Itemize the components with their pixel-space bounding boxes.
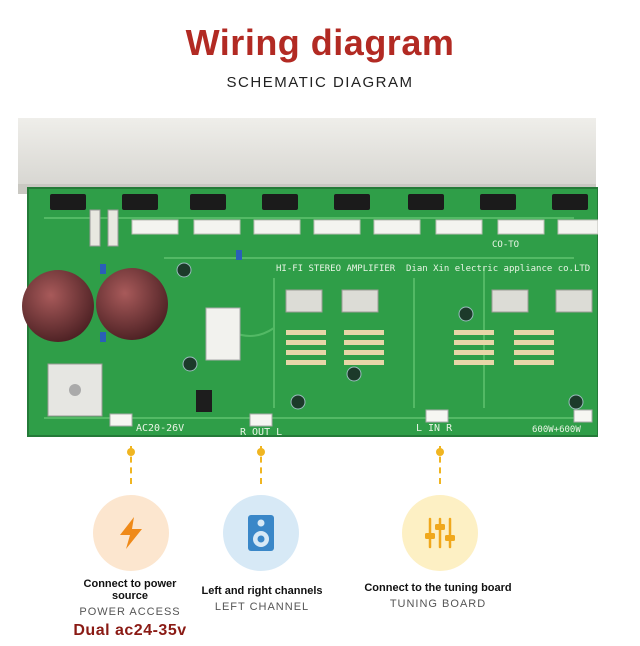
channels-title: Left and right channels <box>201 585 323 597</box>
speaker-icon <box>248 515 274 551</box>
connector-dot-channels <box>257 448 265 456</box>
connector-line-power <box>130 446 132 484</box>
board-label-maker: Dian Xin electric appliance co.LTD <box>406 264 591 274</box>
power-voltage: Dual ac24-35v <box>73 622 187 639</box>
heatsink <box>18 118 596 190</box>
power-feature-circle <box>93 495 169 571</box>
board-label-amplifier: HI-FI STEREO AMPLIFIER <box>276 264 396 274</box>
board-label-r-out-l: R OUT L <box>240 427 283 438</box>
page-title: Wiring diagram <box>185 22 455 63</box>
sliders-icon <box>425 517 455 549</box>
pcb-illustration <box>18 118 598 437</box>
power-title-line2: source <box>111 590 149 602</box>
power-subtitle: POWER ACCESS <box>79 606 181 618</box>
connector-dot-power <box>127 448 135 456</box>
board-label-l-in-r: L IN R <box>416 423 453 434</box>
connector-dot-tuning <box>436 448 444 456</box>
channels-feature-circle <box>223 495 299 571</box>
board-label-coto: CO-TO <box>492 240 520 250</box>
board-label-power: 600W+600W <box>532 425 581 435</box>
channels-subtitle: LEFT CHANNEL <box>214 601 310 613</box>
filter-capacitor-left <box>22 270 94 342</box>
power-title-line1: Connect to power <box>83 578 177 590</box>
tuning-feature-circle <box>402 495 478 571</box>
tuning-title: Connect to the tuning board <box>364 582 512 594</box>
filter-capacitor-right <box>96 268 168 340</box>
board-label-ac-input: AC20-26V <box>136 423 185 434</box>
relay <box>205 307 241 361</box>
connector-line-tuning <box>439 446 441 484</box>
amplifier-board-image: AC20-26V R OUT L L IN R 600W+600W HI-FI … <box>14 118 598 440</box>
tuning-subtitle: TUNING BOARD <box>389 598 487 610</box>
tuning-caption: Connect to the tuning board TUNING BOARD <box>358 582 518 610</box>
page-subtitle: SCHEMATIC DIAGRAM <box>226 74 414 91</box>
connector-line-channels <box>260 446 262 484</box>
channels-caption: Left and right channels LEFT CHANNEL <box>192 585 332 613</box>
lightning-icon <box>120 517 142 549</box>
power-caption: Connect to power source POWER ACCESS Dua… <box>60 578 200 640</box>
